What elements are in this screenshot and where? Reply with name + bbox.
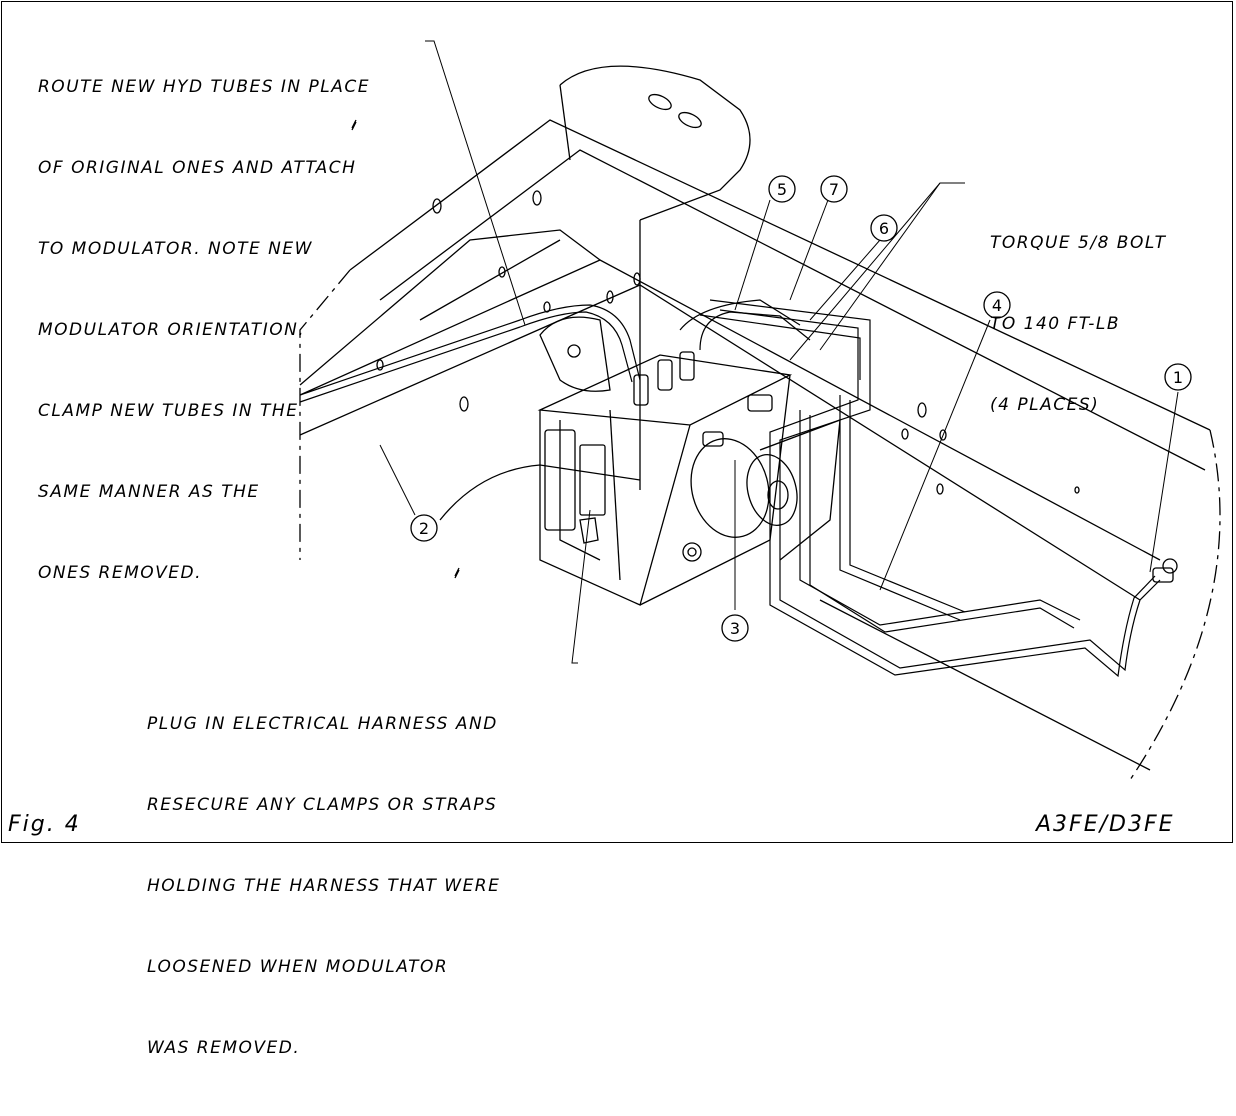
note-line: LOOSENED WHEN MODULATOR <box>147 957 449 977</box>
callout-balloons: 1 2 3 4 5 6 7 <box>410 175 1192 642</box>
modulator <box>537 354 793 606</box>
svg-text:6: 6 <box>879 219 889 238</box>
drawing-border <box>1 1 1233 843</box>
note-line: SAME MANNER AS THE <box>38 482 260 502</box>
leader-lines <box>379 40 1179 664</box>
figure-code: A3FE/D3FE <box>1036 812 1175 837</box>
callout-3: 3 <box>721 614 749 642</box>
harness-note: PLUG IN ELECTRICAL HARNESS AND RESECURE … <box>147 657 500 1116</box>
svg-text:3: 3 <box>730 619 740 638</box>
callout-5: 5 <box>768 175 796 203</box>
note-line: (4 PLACES) <box>990 395 1100 415</box>
crossmember <box>299 229 641 521</box>
break-mark <box>454 567 460 579</box>
hydraulic-tubes <box>299 299 1161 678</box>
svg-text:5: 5 <box>777 180 787 199</box>
assembly-drawing: 1 2 3 4 5 6 7 <box>299 40 1221 781</box>
svg-text:2: 2 <box>419 519 429 538</box>
callout-7: 7 <box>820 175 848 203</box>
note-line: WAS REMOVED. <box>147 1038 301 1058</box>
break-mark <box>351 119 357 131</box>
note-line: HOLDING THE HARNESS THAT WERE <box>147 876 501 896</box>
note-line: OF ORIGINAL ONES AND ATTACH <box>38 158 357 178</box>
figure-label: Fig. 4 <box>8 812 81 837</box>
diagram-stage: 1 2 3 4 5 6 7 ROUTE NEW HYD TUBES IN PLA… <box>1 1 1233 1058</box>
svg-text:1: 1 <box>1173 368 1183 387</box>
callout-6: 6 <box>870 214 898 242</box>
tube-fittings <box>633 351 1178 583</box>
route-tubes-note: ROUTE NEW HYD TUBES IN PLACE OF ORIGINAL… <box>38 20 370 641</box>
callout-4: 4 <box>983 291 1011 319</box>
note-line: TO MODULATOR. NOTE NEW <box>38 239 313 259</box>
pump-motor <box>690 419 841 561</box>
frame-holes <box>376 190 1080 495</box>
note-line: ONES REMOVED. <box>38 563 202 583</box>
note-line: MODULATOR ORIENTATION. <box>38 320 306 340</box>
note-line: ROUTE NEW HYD TUBES IN PLACE <box>38 77 371 97</box>
svg-text:7: 7 <box>829 180 839 199</box>
note-line: TO 140 FT-LB <box>990 314 1121 334</box>
note-line: RESECURE ANY CLAMPS OR STRAPS <box>147 795 498 815</box>
callout-2: 2 <box>410 514 438 542</box>
torque-note: TORQUE 5/8 BOLT TO 140 FT-LB (4 PLACES) <box>990 176 1167 473</box>
mounting-bracket <box>559 65 751 221</box>
note-line: CLAMP NEW TUBES IN THE <box>38 401 299 421</box>
note-line: TORQUE 5/8 BOLT <box>990 233 1167 253</box>
note-line: PLUG IN ELECTRICAL HARNESS AND <box>147 714 498 734</box>
svg-text:4: 4 <box>992 296 1002 315</box>
callout-1: 1 <box>1164 363 1192 391</box>
